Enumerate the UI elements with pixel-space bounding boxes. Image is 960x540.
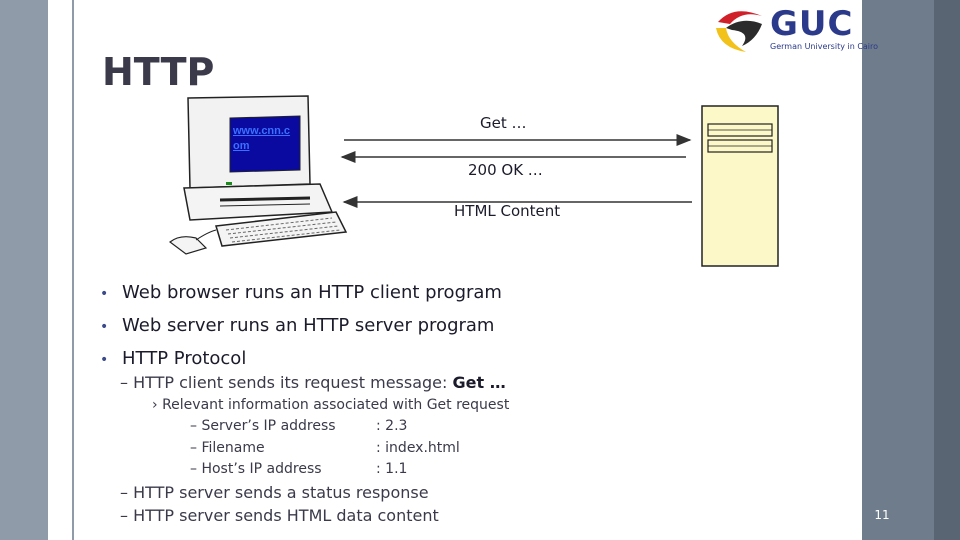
- sub-bullet-request: – HTTP client sends its request message:…: [120, 373, 506, 392]
- detail-row: – Filename: index.html: [190, 440, 460, 456]
- computer-icon: [169, 95, 348, 255]
- detail-row: – Host’s IP address: 1.1: [190, 461, 408, 477]
- page-number: 11: [874, 508, 890, 522]
- bullet-item: •HTTP Protocol: [100, 348, 247, 369]
- sub-sub-bullet: › Relevant information associated with G…: [152, 397, 510, 413]
- logo-text: GUC: [770, 4, 854, 44]
- guc-logo: GUC German University in Cairo: [712, 2, 878, 58]
- slide-title: HTTP: [102, 50, 215, 94]
- status-label: 200 OK …: [468, 161, 543, 179]
- bullet-item: •Web browser runs an HTTP client program: [100, 282, 502, 303]
- request-label: Get …: [480, 114, 527, 132]
- detail-row: – Server’s IP address: 2.3: [190, 418, 408, 434]
- content-label: HTML Content: [454, 202, 561, 220]
- left-decorative-line: [72, 0, 74, 540]
- guc-swoosh-icon: [716, 11, 762, 52]
- message-arrows: [340, 134, 692, 208]
- right-decorative-bar: [934, 0, 960, 540]
- sub-bullet-status: – HTTP server sends a status response: [120, 483, 429, 502]
- server-icon: [701, 105, 779, 267]
- bullet-item: •Web server runs an HTTP server program: [100, 315, 495, 336]
- screen-url-link: www.cnn.com: [233, 125, 291, 152]
- logo-subtitle: German University in Cairo: [770, 42, 879, 51]
- sub-bullet-content: – HTTP server sends HTML data content: [120, 506, 439, 525]
- left-decorative-bar: [0, 0, 48, 540]
